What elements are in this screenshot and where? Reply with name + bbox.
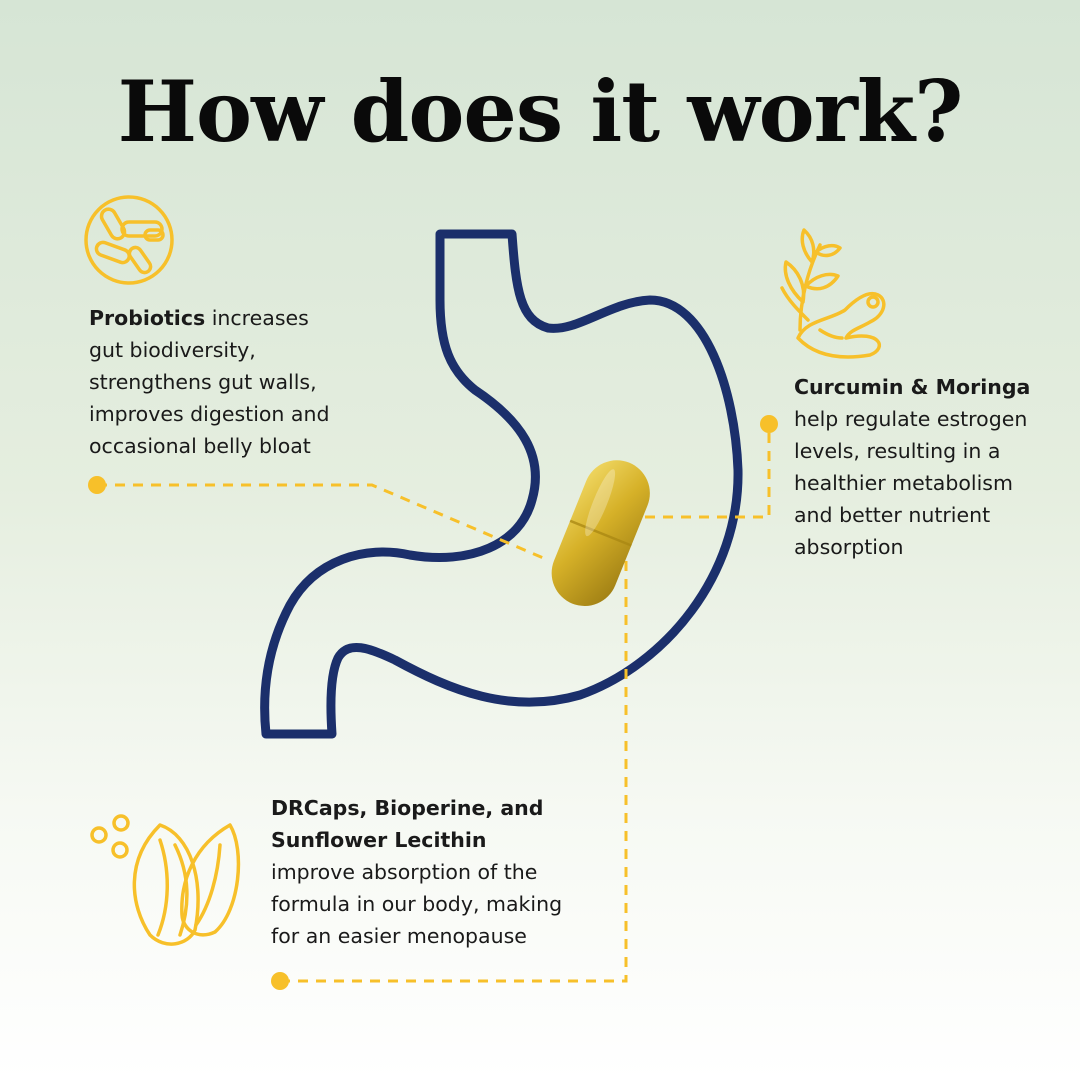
drcaps-dot (271, 972, 289, 990)
probiotics-line-4: improves digestion and (89, 402, 330, 426)
curcumin-line-5: absorption (794, 535, 904, 559)
bacteria-icon (84, 195, 174, 285)
drcaps-line-1: improve absorption of the (271, 860, 538, 884)
drcaps-heading-1: DRCaps, Bioperine, and (271, 796, 544, 820)
curcumin-description: Curcumin & Moringa help regulate estroge… (794, 371, 1064, 563)
probiotics-line-5: occasional belly bloat (89, 434, 311, 458)
probiotics-heading: Probiotics (89, 306, 206, 330)
sunflower-seeds-icon (90, 814, 241, 946)
probiotics-dot (88, 476, 106, 494)
curcumin-heading: Curcumin & Moringa (794, 375, 1031, 399)
curcumin-line-2: levels, resulting in a (794, 439, 1001, 463)
curcumin-connector (645, 424, 771, 519)
drcaps-heading-2: Sunflower Lecithin (271, 828, 487, 852)
moringa-turmeric-icon (780, 228, 886, 359)
page-title: How does it work? (117, 62, 964, 161)
probiotics-connector (97, 483, 549, 562)
probiotics-line-3: strengthens gut walls, (89, 370, 317, 394)
probiotics-line-1: increases (205, 306, 309, 330)
curcumin-line-3: healthier metabolism (794, 471, 1013, 495)
connector-lines (97, 424, 771, 983)
drcaps-line-3: for an easier menopause (271, 924, 527, 948)
curcumin-line-4: and better nutrient (794, 503, 991, 527)
capsule-icon (551, 460, 650, 607)
drcaps-description: DRCaps, Bioperine, and Sunflower Lecithi… (271, 792, 591, 952)
probiotics-line-2: gut biodiversity, (89, 338, 256, 362)
probiotics-description: Probiotics increases gut biodiversity, s… (89, 302, 389, 462)
drcaps-connector (280, 550, 628, 983)
curcumin-line-1: help regulate estrogen (794, 407, 1028, 431)
curcumin-dot (760, 415, 778, 433)
stomach-outline-icon (260, 229, 743, 739)
drcaps-line-2: formula in our body, making (271, 892, 563, 916)
